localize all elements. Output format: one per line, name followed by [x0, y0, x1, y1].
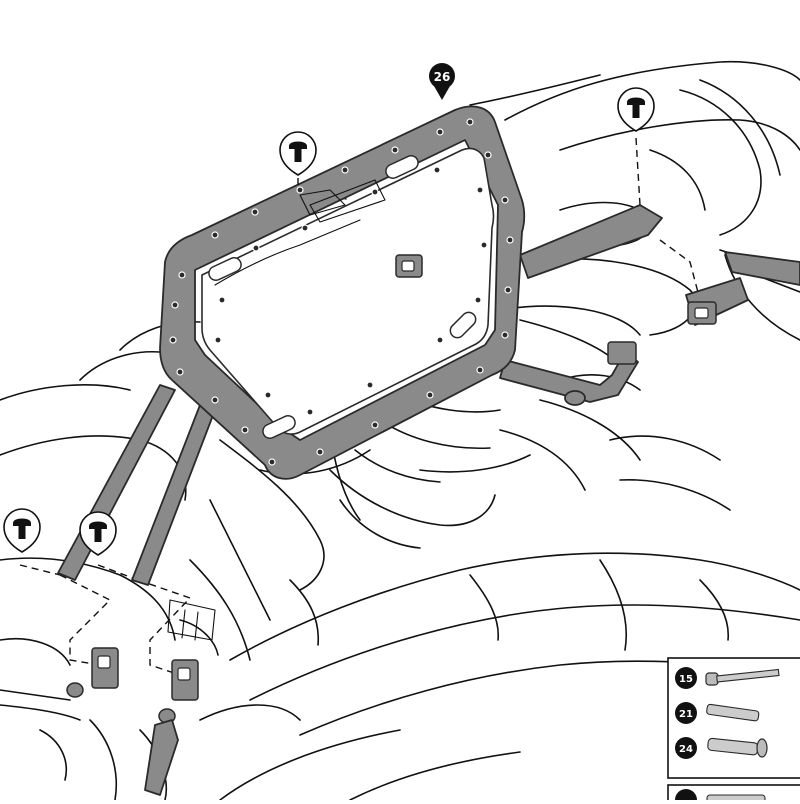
long-bolt-icon [705, 668, 780, 686]
pannier-frame [159, 105, 526, 480]
mount-points [66, 254, 717, 796]
screw-callouts [3, 87, 655, 556]
parts-legend: 15 21 24 [667, 657, 800, 804]
legend-label-21: 21 [679, 709, 693, 720]
legend-label-15: 15 [679, 674, 693, 685]
legend-row-24: 24 [675, 737, 768, 759]
medium-bolt-icon [706, 703, 760, 722]
screw-icon [79, 511, 117, 556]
screw-icon [617, 87, 655, 132]
legend-label-24: 24 [679, 744, 693, 755]
screw-icon [3, 508, 41, 553]
callout-label: 26 [434, 70, 451, 84]
legend-row-15: 15 [675, 667, 780, 689]
callout-26: 26 [429, 63, 455, 100]
short-bolt-icon [707, 737, 768, 758]
callout-marker [429, 63, 455, 89]
legend-row-21: 21 [675, 702, 760, 724]
screw-icon [279, 131, 317, 186]
